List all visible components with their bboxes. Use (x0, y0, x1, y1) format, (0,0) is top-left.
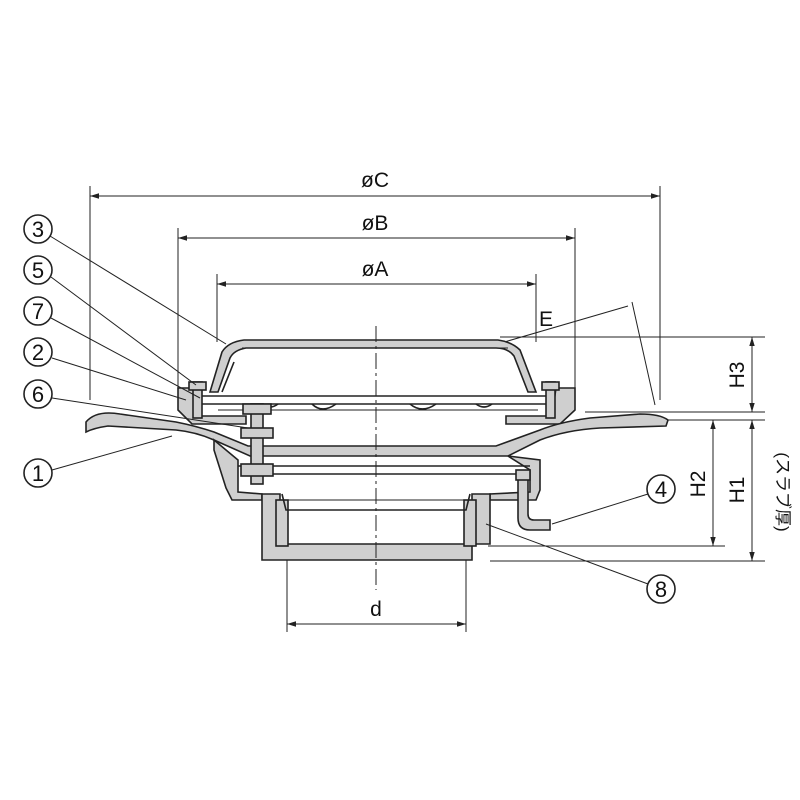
svg-text:1: 1 (32, 461, 44, 486)
callout-2: 2 (23, 337, 187, 401)
dimension-d: d (286, 548, 467, 632)
callout-6: 6 (23, 379, 249, 429)
dimension-dia-b: øB (177, 212, 576, 392)
dimension-dia-c: øC (89, 169, 661, 400)
callout-1: 1 (23, 435, 173, 488)
svg-text:3: 3 (32, 217, 44, 242)
main-body (85, 412, 669, 457)
dia-c-label: øC (361, 169, 389, 192)
callout-5: 5 (23, 255, 197, 386)
h2-label: H2 (687, 471, 710, 498)
h1-label: H1 (726, 477, 749, 504)
dia-a-label: øA (362, 258, 389, 281)
svg-text:6: 6 (32, 382, 44, 407)
svg-text:7: 7 (32, 299, 44, 324)
drain-body (85, 326, 669, 590)
e-label: E (539, 308, 553, 331)
svg-text:8: 8 (655, 577, 667, 602)
dimension-dia-a: øA (216, 258, 537, 342)
side-pipe (517, 477, 551, 531)
dome-cover (208, 339, 538, 393)
svg-text:5: 5 (32, 258, 44, 283)
dia-b-label: øB (362, 212, 389, 235)
svg-text:4: 4 (655, 477, 667, 502)
d-label: d (370, 598, 382, 621)
dimension-e: E (493, 301, 656, 406)
callout-7: 7 (23, 296, 201, 399)
dimension-h2-h1: H2 H1 (スラブ厚) (488, 419, 793, 562)
slab-thickness-label: (スラブ厚) (773, 452, 793, 531)
callout-8: 8 (485, 523, 676, 604)
callout-3: 3 (23, 214, 227, 345)
dimension-h3: H3 (500, 336, 765, 413)
svg-text:2: 2 (32, 340, 44, 365)
h3-label: H3 (726, 362, 749, 389)
callout-4: 4 (551, 474, 676, 525)
